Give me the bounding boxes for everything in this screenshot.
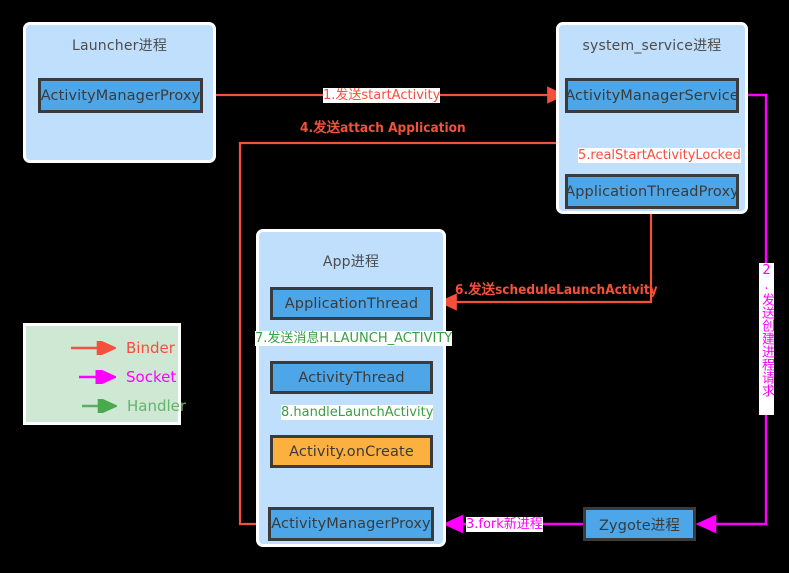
node-activity-manager-service[interactable]: ActivityManagerService	[565, 78, 739, 113]
legend-item-binder-label: Binder	[126, 339, 175, 357]
edge-3-label: 3.fork新进程	[466, 517, 543, 532]
edge-2-label: 2.发送创建进程请求	[759, 263, 774, 415]
node-activity-thread-label: ActivityThread	[298, 369, 405, 386]
process-launcher-title: Launcher进程	[71, 38, 168, 54]
process-system-service-title: system_service进程	[582, 38, 722, 54]
edge-6-label: 6.发送scheduleLaunchActivity	[455, 282, 658, 298]
node-application-thread-label: ApplicationThread	[284, 295, 419, 312]
legend-item-socket: Socket	[78, 368, 176, 386]
node-activity-manager-service-label: ActivityManagerService	[565, 87, 739, 104]
node-application-thread-proxy-label: ApplicationThreadProxy	[565, 183, 739, 200]
edge-1-label: 1.发送startActivity	[323, 88, 441, 103]
edge-4-label: 4.发送attach Application	[300, 120, 466, 136]
node-app-activity-manager-proxy-label: ActivityManagerProxy	[271, 516, 431, 532]
legend-item-socket-label: Socket	[126, 368, 177, 386]
node-application-thread-proxy[interactable]: ApplicationThreadProxy	[565, 174, 739, 209]
node-launcher-activity-manager-proxy-label: ActivityManagerProxy	[40, 87, 201, 104]
legend-item-handler: Handler	[81, 397, 186, 415]
legend-item-binder: Binder	[70, 339, 175, 357]
node-zygote[interactable]: Zygote进程	[583, 507, 696, 541]
legend-item-handler-label: Handler	[127, 397, 187, 415]
legend-arrow-handler-icon	[82, 399, 117, 413]
edge-5-label: 5.realStartActivityLocked	[578, 148, 741, 163]
process-app-title: App进程	[322, 254, 380, 270]
legend-panel: Binder Socket Handler	[23, 323, 186, 425]
node-app-activity-manager-proxy[interactable]: ActivityManagerProxy	[268, 507, 434, 541]
node-activity-oncreate[interactable]: Activity.onCreate	[270, 435, 433, 468]
node-zygote-label: Zygote进程	[599, 517, 680, 534]
edge-7-label: 7.发送消息H.LAUNCH_ACTIVITY	[255, 331, 453, 346]
edge-8-label: 8.handleLaunchActivity	[281, 405, 434, 420]
node-application-thread[interactable]: ApplicationThread	[270, 287, 433, 320]
node-activity-thread[interactable]: ActivityThread	[270, 361, 433, 394]
node-launcher-activity-manager-proxy[interactable]: ActivityManagerProxy	[38, 78, 203, 113]
legend-arrow-socket-icon	[79, 370, 116, 384]
legend-arrow-binder-icon	[71, 341, 116, 355]
node-activity-oncreate-label: Activity.onCreate	[289, 443, 414, 460]
